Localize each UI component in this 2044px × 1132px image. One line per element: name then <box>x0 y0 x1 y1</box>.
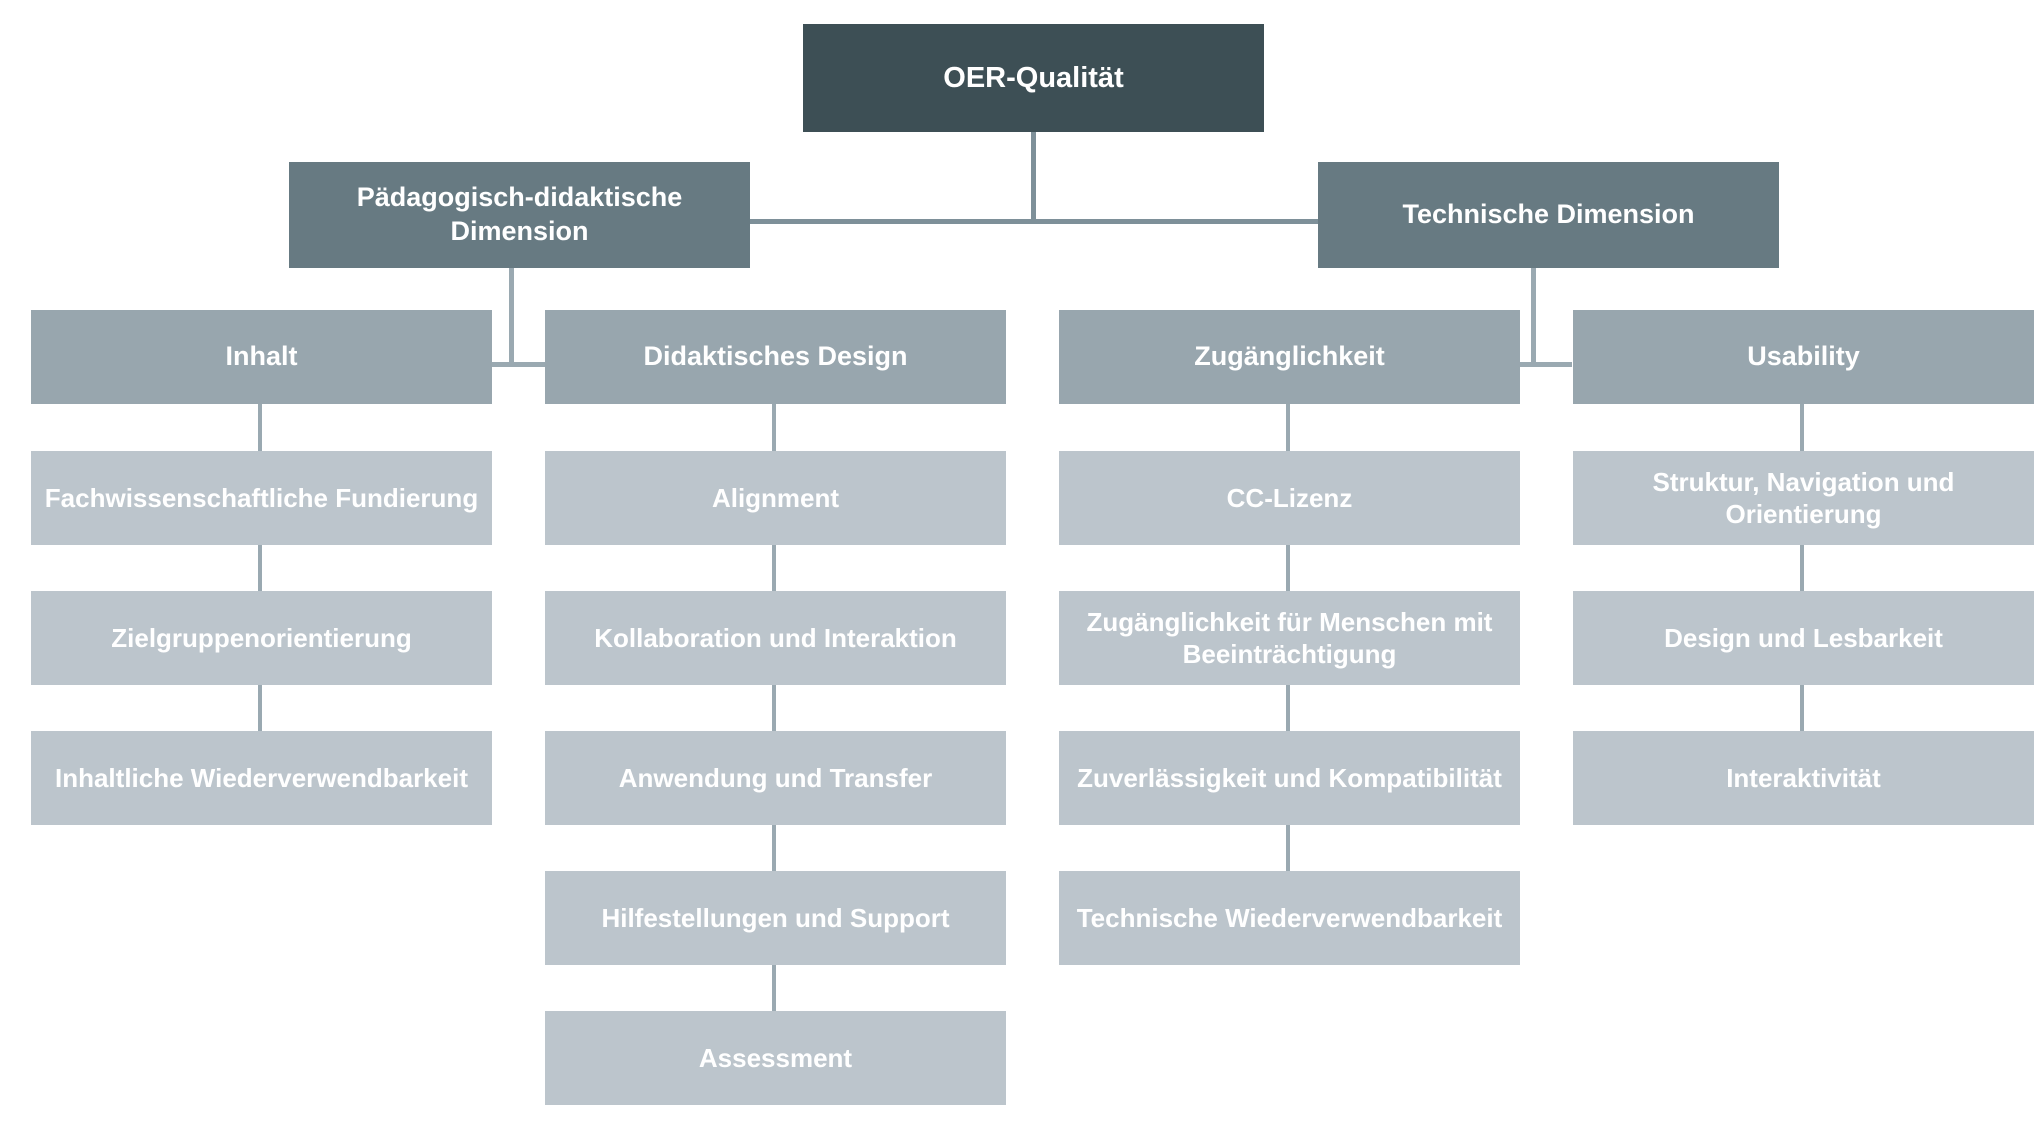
node-inhalt[interactable]: Inhalt <box>31 310 492 404</box>
node-zuverlaessigkeit-und-kompatibilitaet[interactable]: Zuverlässigkeit und Kompatibilität <box>1059 731 1520 825</box>
connector-zg-1 <box>1286 404 1290 456</box>
connector-us-1 <box>1800 404 1804 456</box>
node-zielgruppenorientierung[interactable]: Zielgruppenorientierung <box>31 591 492 685</box>
node-kollaboration-und-interaktion[interactable]: Kollaboration und Interaktion <box>545 591 1006 685</box>
node-technische-wiederverwendbarkeit[interactable]: Technische Wiederverwendbarkeit <box>1059 871 1520 965</box>
connector-td-bar <box>1496 362 1572 367</box>
connector-root-stem <box>1031 132 1036 222</box>
connector-inhalt-3 <box>258 685 262 735</box>
connector-zg-2 <box>1286 545 1290 595</box>
node-cc-lizenz[interactable]: CC-Lizenz <box>1059 451 1520 545</box>
connector-dd-3 <box>772 685 776 735</box>
connector-us-3 <box>1800 685 1804 735</box>
node-design-und-lesbarkeit[interactable]: Design und Lesbarkeit <box>1573 591 2034 685</box>
node-anwendung-und-transfer[interactable]: Anwendung und Transfer <box>545 731 1006 825</box>
connector-dd-1 <box>772 404 776 456</box>
connector-inhalt-1 <box>258 404 262 456</box>
node-usability[interactable]: Usability <box>1573 310 2034 404</box>
connector-inhalt-2 <box>258 545 262 595</box>
node-alignment[interactable]: Alignment <box>545 451 1006 545</box>
connector-pd-bar <box>489 362 549 367</box>
connector-dd-5 <box>772 965 776 1015</box>
node-hilfestellungen-und-support[interactable]: Hilfestellungen und Support <box>545 871 1006 965</box>
node-zugaenglichkeit-fuer-menschen-mit-beeintraechtigung[interactable]: Zugänglichkeit für Menschen mit Beeinträ… <box>1059 591 1520 685</box>
connector-td-stem <box>1531 268 1536 366</box>
node-technische-dimension[interactable]: Technische Dimension <box>1318 162 1779 268</box>
connector-dd-4 <box>772 825 776 875</box>
node-zugaenglichkeit[interactable]: Zugänglichkeit <box>1059 310 1520 404</box>
node-struktur-navigation-und-orientierung[interactable]: Struktur, Navigation und Orientierung <box>1573 451 2034 545</box>
connector-root-spine <box>740 219 1320 224</box>
node-oer-qualitaet[interactable]: OER-Qualität <box>803 24 1264 132</box>
connector-us-2 <box>1800 545 1804 595</box>
connector-zg-3 <box>1286 685 1290 735</box>
connector-pd-stem <box>509 268 514 366</box>
node-inhaltliche-wiederverwendbarkeit[interactable]: Inhaltliche Wiederverwendbarkeit <box>31 731 492 825</box>
connector-zg-4 <box>1286 825 1290 875</box>
node-fachwissenschaftliche-fundierung[interactable]: Fachwissenschaftliche Fundierung <box>31 451 492 545</box>
node-didaktisches-design[interactable]: Didaktisches Design <box>545 310 1006 404</box>
connector-dd-2 <box>772 545 776 595</box>
node-assessment[interactable]: Assessment <box>545 1011 1006 1105</box>
node-interaktivitaet[interactable]: Interaktivität <box>1573 731 2034 825</box>
node-paedagogisch-didaktische-dimension[interactable]: Pädagogisch-didaktische Dimension <box>289 162 750 268</box>
